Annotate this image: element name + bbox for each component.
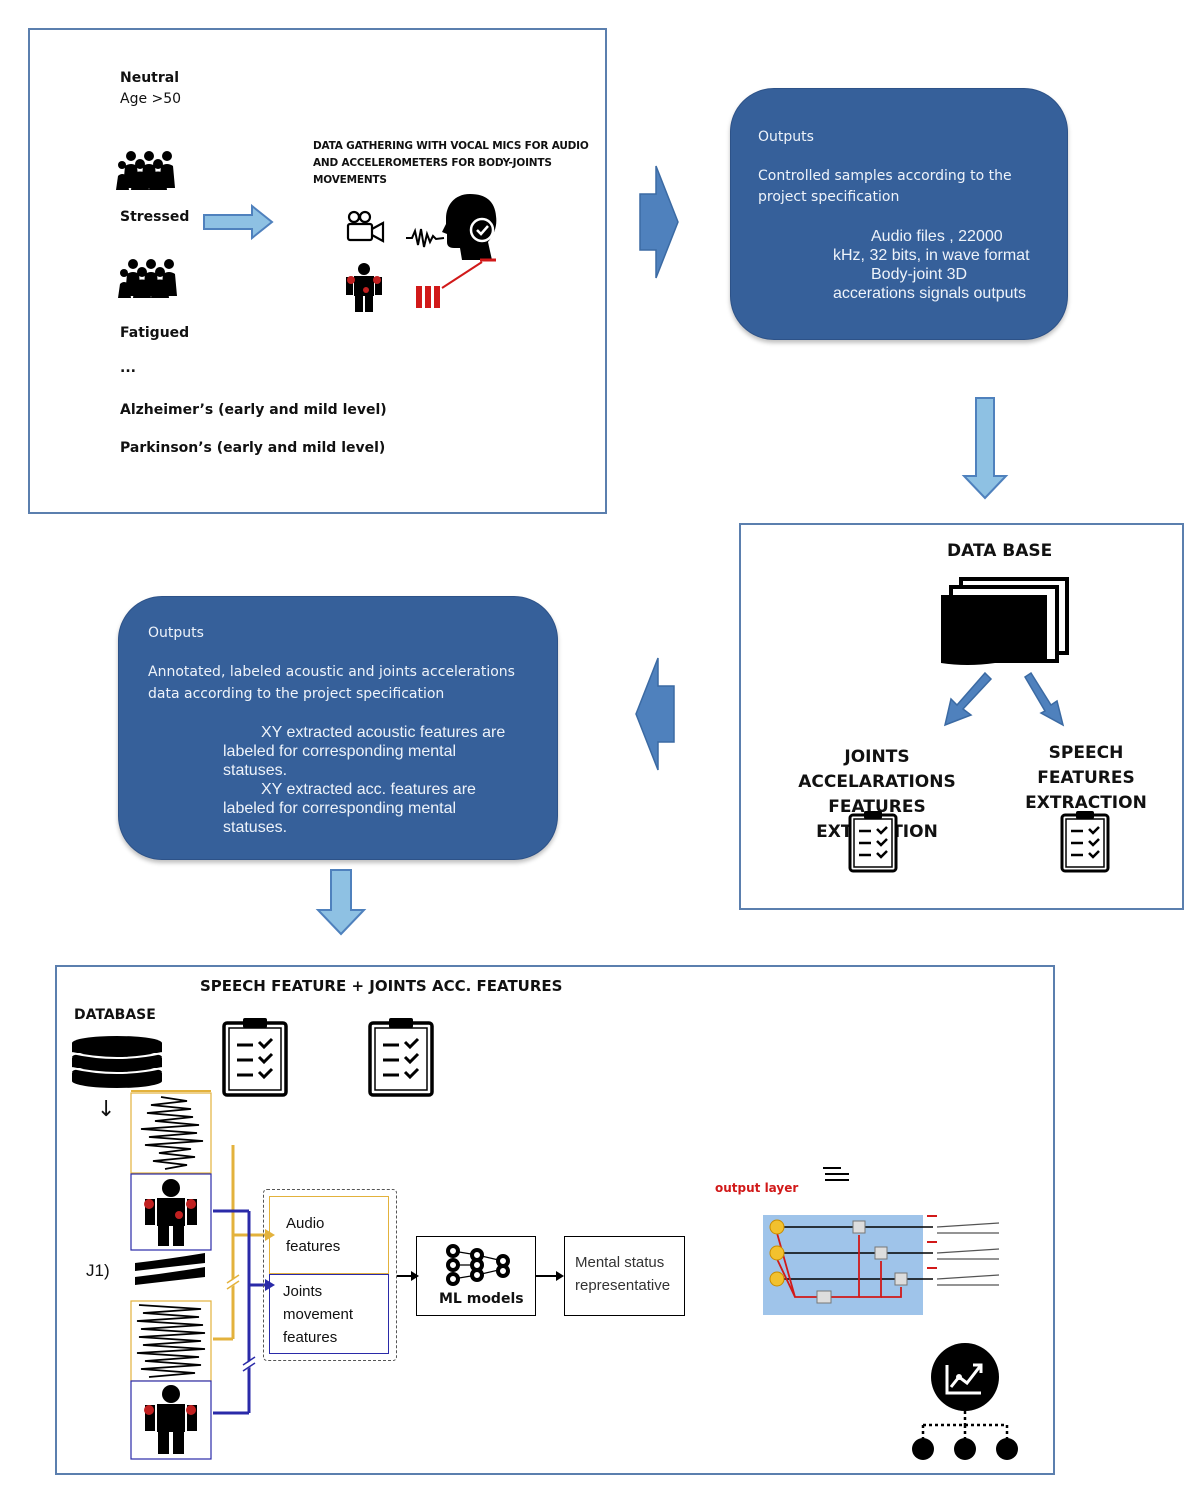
outputs-title: Outputs [758, 129, 814, 145]
category-stressed: Stressed [120, 209, 190, 225]
features-title: SPEECH FEATURE + JOINTS ACC. FEATURES [200, 977, 563, 995]
joints-features-line-2: movement [283, 1306, 354, 1323]
outputs-desc-line-2: project specification [758, 189, 900, 205]
left-block-arrow-icon [635, 657, 675, 771]
outputs-bubble-1: Outputs Controlled samples according to … [730, 88, 1068, 340]
joints-features-line-3: features [283, 1329, 338, 1346]
outputs-detail-line-1: Audio files , 22000 [871, 228, 1003, 245]
right-block-arrow-icon [639, 165, 679, 279]
gathering-line-1: DATA GATHERING WITH VOCAL MICS FOR AUDIO [313, 140, 589, 152]
outputs-title: Outputs [148, 625, 204, 641]
mental-status-line-2: representative [575, 1277, 671, 1294]
people-group-icon [118, 259, 177, 298]
checklist-icon [368, 1018, 434, 1097]
body-sensor-icon [346, 263, 382, 312]
outputs-bubble-2: Outputs Annotated, labeled acoustic and … [118, 596, 558, 860]
outputs-desc-line-1: Controlled samples according to the [758, 168, 1012, 184]
speaking-head-icon [442, 194, 497, 262]
category-neutral: Neutral [120, 70, 180, 86]
audio-features-line-1: Audio [286, 1215, 325, 1232]
outputs-detail-line-6: statuses. [223, 819, 288, 836]
speech-extraction-label: SPEECH FEATURES EXTRACTION [1003, 741, 1169, 816]
category-alzheimers: Alzheimer’s (early and mild level) [120, 402, 387, 418]
outputs-detail-line-4: accerations signals outputs [833, 285, 1026, 302]
gathering-line-3: MOVEMENTS [313, 174, 387, 186]
checklist-icon [848, 811, 898, 873]
sound-wave-icon [406, 227, 445, 248]
mental-status-line-1: Mental status [575, 1254, 665, 1271]
people-group-icon [116, 151, 175, 190]
outputs-desc-line-1: Annotated, labeled acoustic and joints a… [148, 664, 515, 680]
arrow-to-status-icon [536, 1271, 564, 1281]
mental-status-box: Mental status representative [564, 1236, 685, 1316]
joints-features-line-1: Joints [283, 1283, 323, 1300]
outputs-detail-line-3: Body-joint 3D [871, 266, 968, 283]
outputs-detail-line-4: XY extracted acc. features are [261, 781, 476, 798]
down-arrow-icon [961, 397, 1009, 500]
outputs-detail-line-1: XY extracted acoustic features are [261, 724, 506, 741]
checklist-icon [222, 1018, 288, 1097]
outputs-detail-line-2: labeled for corresponding mental [223, 743, 457, 760]
camera-icon [346, 210, 385, 243]
output-layer-label: output layer [715, 1181, 799, 1195]
neural-network-icon [446, 1244, 510, 1286]
audio-features-box: Audio features [269, 1196, 389, 1274]
right-arrow-icon [203, 203, 274, 241]
outputs-detail-line-3: statuses. [223, 762, 288, 779]
category-age: Age >50 [120, 91, 182, 107]
arrow-to-ml-icon [397, 1271, 419, 1281]
data-gathering-panel: Neutral Age >50 Stressed Fatigued ... Al… [28, 28, 607, 514]
down-arrow-icon [315, 869, 367, 936]
output-layer-diagram [763, 1167, 1000, 1315]
database-label: DATABASE [74, 1007, 156, 1023]
diagonal-arrow-right-icon [1023, 671, 1065, 727]
analytics-network-icon [912, 1343, 1018, 1460]
j1-label: J1) [86, 1261, 110, 1280]
speech-extraction-line-2: EXTRACTION [1025, 793, 1147, 813]
ml-pipeline-panel: SPEECH FEATURE + JOINTS ACC. FEATURES DA… [55, 965, 1055, 1475]
joints-features-box: Joints movement features [269, 1274, 389, 1354]
data-gathering-title: DATA GATHERING WITH VOCAL MICS FOR AUDIO… [313, 138, 589, 189]
outputs-detail-line-2: kHz, 32 bits, in wave format [833, 247, 1030, 264]
signal-waveform-strip [130, 1090, 212, 1460]
outputs-desc-line-2: data according to the project specificat… [148, 686, 445, 702]
outputs-detail-line-5: labeled for corresponding mental [223, 800, 457, 817]
category-fatigued: Fatigued [120, 325, 190, 341]
category-parkinsons: Parkinson’s (early and mild level) [120, 440, 386, 456]
database-icon [71, 1036, 163, 1088]
db-down-arrow: ↓ [97, 1097, 116, 1122]
speech-extraction-line-1: SPEECH FEATURES [1037, 743, 1135, 788]
checklist-icon [1060, 811, 1110, 873]
gathering-line-2: AND ACCELEROMETERS FOR BODY-JOINTS [313, 157, 552, 169]
ml-models-label: ML models [439, 1291, 524, 1307]
features-group-box [263, 1189, 397, 1361]
sensor-bars-icon [416, 261, 483, 308]
ml-models-box: ML models [416, 1236, 536, 1316]
category-ellipsis: ... [120, 360, 136, 376]
audio-features-line-2: features [286, 1238, 341, 1255]
diagonal-arrow-left-icon [943, 671, 993, 727]
joints-extraction-line-1: JOINTS ACCELARATIONS [798, 747, 956, 792]
database-title: DATA BASE [947, 541, 1053, 561]
database-panel: DATA BASE JOINTS ACCELARATIONS FEATURES … [739, 523, 1184, 910]
feature-connector-lines [213, 1145, 275, 1415]
documents-stack-icon [941, 577, 1069, 665]
